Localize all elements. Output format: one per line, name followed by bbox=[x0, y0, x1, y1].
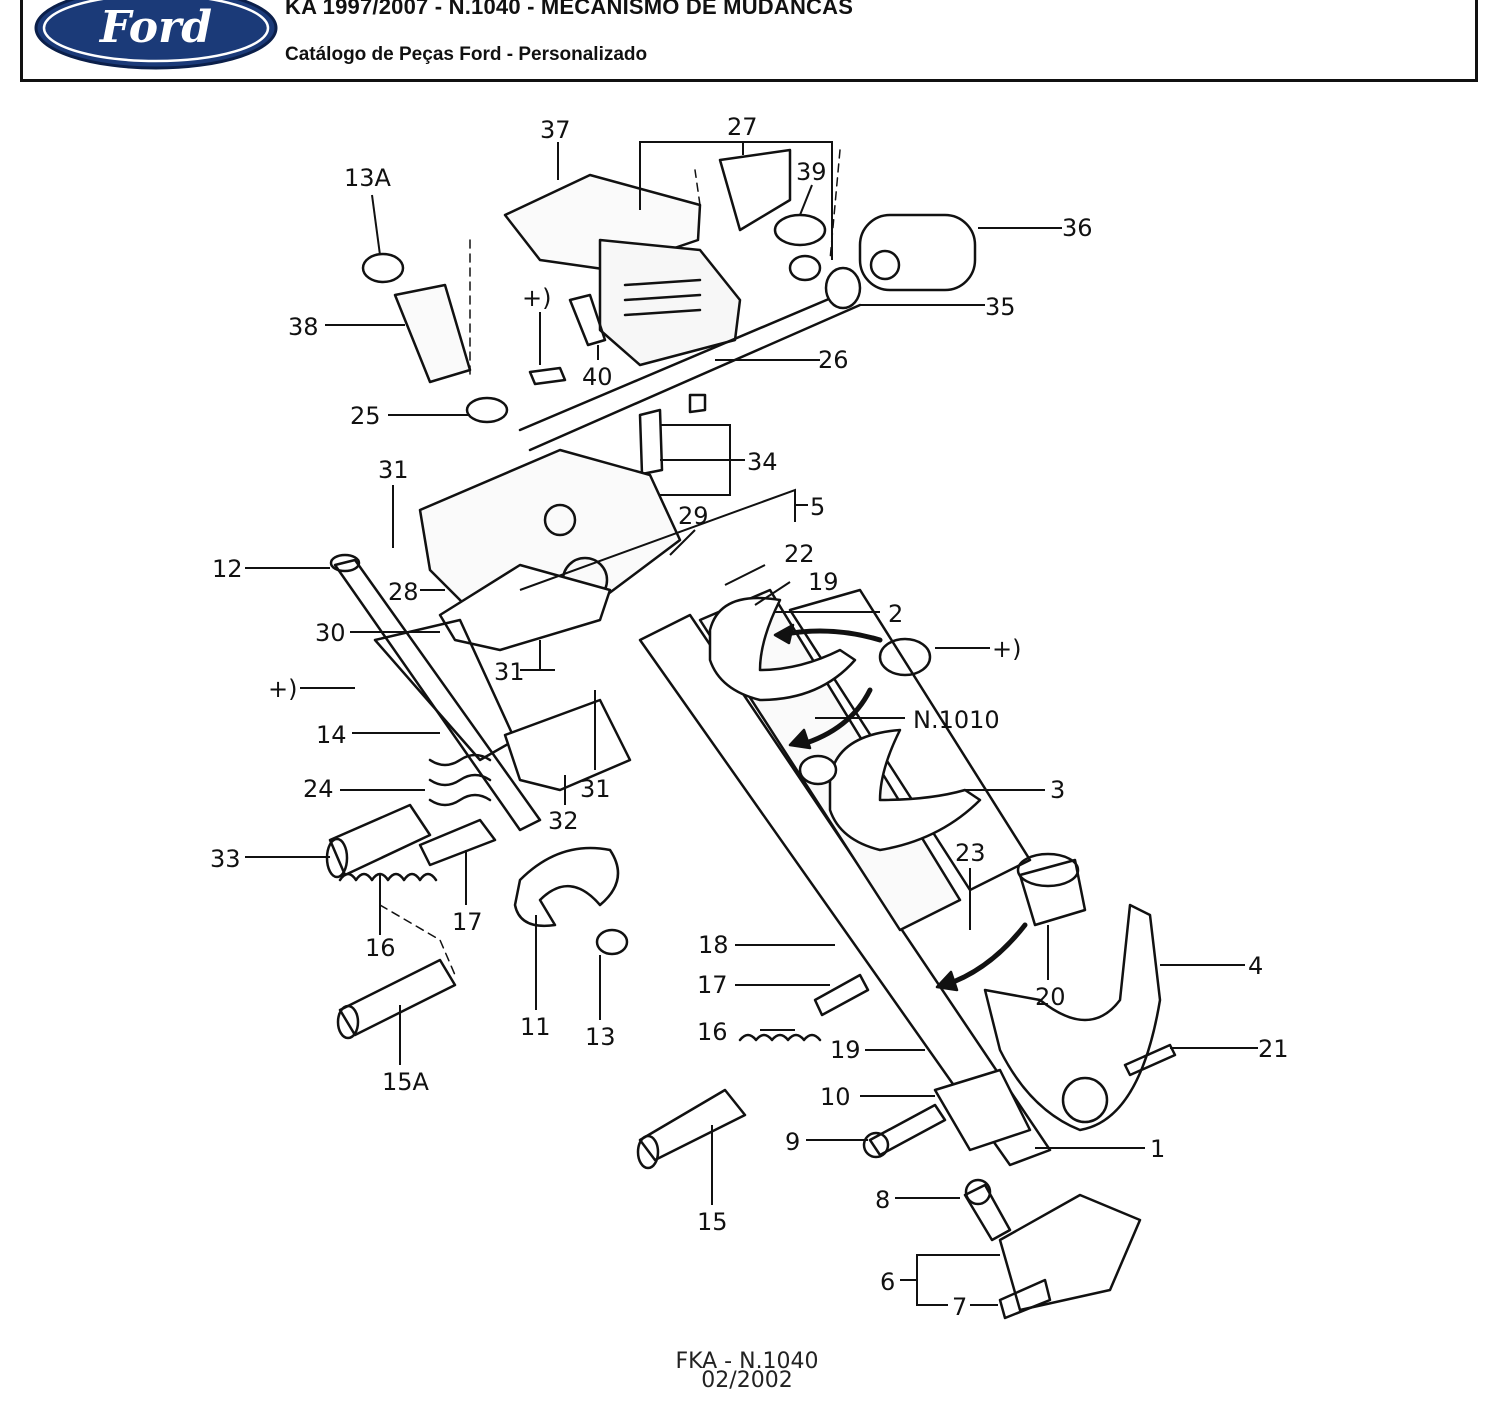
callout-N1010: N.1010 bbox=[913, 706, 1000, 734]
callout-plus-top: +) bbox=[522, 284, 551, 312]
callout-20: 20 bbox=[1035, 983, 1066, 1011]
callout-32: 32 bbox=[548, 807, 579, 835]
callout-11: 11 bbox=[520, 1013, 551, 1041]
callout-36: 36 bbox=[1062, 214, 1093, 242]
callout-31-low: 31 bbox=[580, 775, 611, 803]
callout-8: 8 bbox=[875, 1186, 890, 1214]
drawing-date: 02/2002 bbox=[701, 1368, 793, 1393]
callout-16-right: 16 bbox=[697, 1018, 728, 1046]
callout-plus-clip: +) bbox=[992, 635, 1021, 663]
callout-12: 12 bbox=[212, 555, 243, 583]
callout-10: 10 bbox=[820, 1083, 851, 1111]
callout-5: 5 bbox=[810, 493, 825, 521]
callout-9: 9 bbox=[785, 1128, 800, 1156]
callout-23: 23 bbox=[955, 839, 986, 867]
callout-28: 28 bbox=[388, 578, 419, 606]
callout-29: 29 bbox=[678, 502, 709, 530]
callout-26: 26 bbox=[818, 346, 849, 374]
ford-logo: Ford bbox=[34, 0, 278, 70]
drawing-reference: FKA - N.1040 02/2002 bbox=[0, 1349, 1500, 1393]
page-header: Ford KA 1997/2007 - N.1040 - MECANISMO D… bbox=[20, 0, 1478, 82]
callout-38: 38 bbox=[288, 313, 319, 341]
callout-39: 39 bbox=[796, 158, 827, 186]
callout-31-mid: 31 bbox=[494, 658, 525, 686]
callout-19-top: 19 bbox=[808, 568, 839, 596]
callout-24: 24 bbox=[303, 775, 334, 803]
callout-27: 27 bbox=[727, 113, 758, 141]
callout-34: 34 bbox=[747, 448, 778, 476]
callout-18: 18 bbox=[698, 931, 729, 959]
callout-19-low: 19 bbox=[830, 1036, 861, 1064]
callout-22: 22 bbox=[784, 540, 815, 568]
callout-15A: 15A bbox=[382, 1068, 430, 1096]
callout-30: 30 bbox=[315, 619, 346, 647]
callout-33: 33 bbox=[210, 845, 241, 873]
callout-21: 21 bbox=[1258, 1035, 1289, 1063]
callout-6: 6 bbox=[880, 1268, 895, 1296]
callout-40: 40 bbox=[582, 363, 613, 391]
page-title: KA 1997/2007 - N.1040 - MECANISMO DE MUD… bbox=[285, 0, 854, 19]
drawing-code: FKA - N.1040 bbox=[675, 1349, 819, 1374]
callout-25: 25 bbox=[350, 402, 381, 430]
callout-13A: 13A bbox=[344, 164, 392, 192]
page-subtitle: Catálogo de Peças Ford - Personalizado bbox=[285, 44, 648, 65]
callout-4: 4 bbox=[1248, 952, 1263, 980]
callout-7: 7 bbox=[952, 1293, 967, 1321]
callout-17-right: 17 bbox=[697, 971, 728, 999]
callout-3: 3 bbox=[1050, 776, 1065, 804]
callout-13: 13 bbox=[585, 1023, 616, 1051]
callout-16-left: 16 bbox=[365, 934, 396, 962]
ford-logo-text: Ford bbox=[98, 2, 212, 53]
callout-31-top: 31 bbox=[378, 456, 409, 484]
callout-14: 14 bbox=[316, 721, 347, 749]
callout-15: 15 bbox=[697, 1208, 728, 1236]
callout-1: 1 bbox=[1150, 1135, 1165, 1163]
callout-17-left: 17 bbox=[452, 908, 483, 936]
callout-35: 35 bbox=[985, 293, 1016, 321]
callout-37: 37 bbox=[540, 116, 571, 144]
callout-2: 2 bbox=[888, 600, 903, 628]
callout-plus-left: +) bbox=[268, 675, 297, 703]
